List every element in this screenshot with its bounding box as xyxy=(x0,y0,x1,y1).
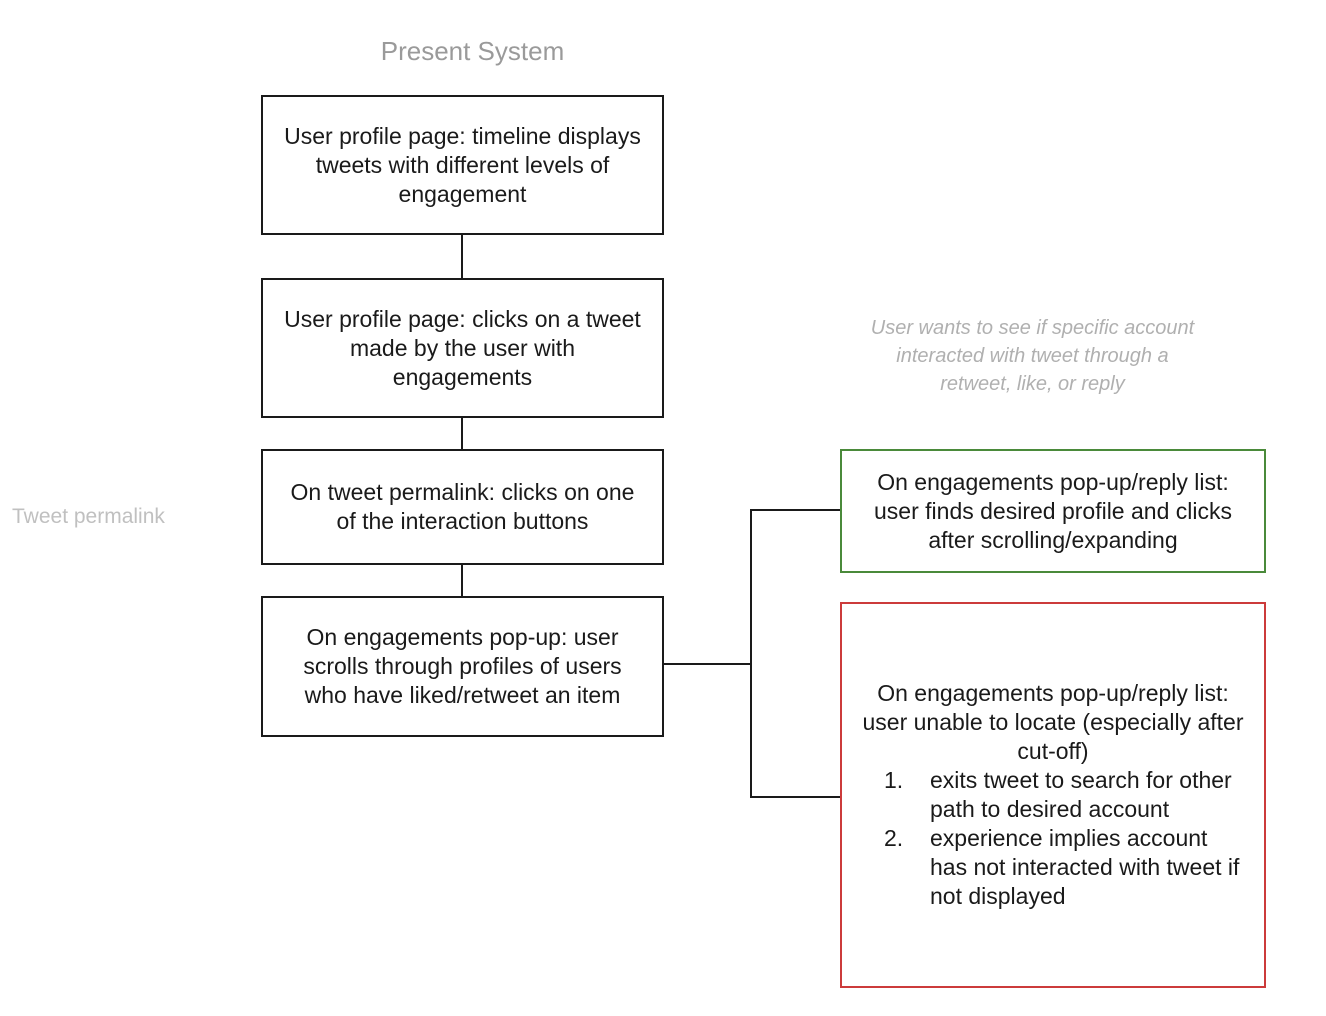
outcome-failure: On engagements pop-up/reply list: user u… xyxy=(840,602,1266,988)
list-item-text: experience implies account has not inter… xyxy=(930,825,1240,909)
step-engagement-scroll-text: On engagements pop-up: user scrolls thro… xyxy=(303,624,622,708)
outcome-failure-heading: On engagements pop-up/reply list: user u… xyxy=(862,680,1244,764)
step-engagement-scroll: On engagements pop-up: user scrolls thro… xyxy=(261,596,664,737)
list-item: 1. exits tweet to search for other path … xyxy=(856,766,1250,824)
diagram-title: Present System xyxy=(380,36,565,66)
outcome-success: On engagements pop-up/reply list: user f… xyxy=(840,449,1266,573)
step-permalink-click: On tweet permalink: clicks on one of the… xyxy=(261,449,664,565)
outcome-failure-list: 1. exits tweet to search for other path … xyxy=(856,766,1250,911)
step-profile-timeline-text: User profile page: timeline displays twe… xyxy=(284,122,641,207)
step-permalink-click-text: On tweet permalink: clicks on one of the… xyxy=(290,479,635,534)
step-profile-click-text: User profile page: clicks on a tweet mad… xyxy=(284,305,641,390)
list-item-number: 1. xyxy=(884,767,904,793)
list-item-number: 2. xyxy=(884,825,904,851)
list-item: 2. experience implies account has not in… xyxy=(856,824,1250,911)
outcome-success-text: On engagements pop-up/reply list: user f… xyxy=(874,468,1232,553)
step-profile-timeline: User profile page: timeline displays twe… xyxy=(261,95,664,235)
step-profile-click: User profile page: clicks on a tweet mad… xyxy=(261,278,664,418)
annotation-note: User wants to see if specific account in… xyxy=(870,317,1195,395)
list-item-text: exits tweet to search for other path to … xyxy=(930,767,1232,822)
side-label: Tweet permalink xyxy=(12,505,165,528)
